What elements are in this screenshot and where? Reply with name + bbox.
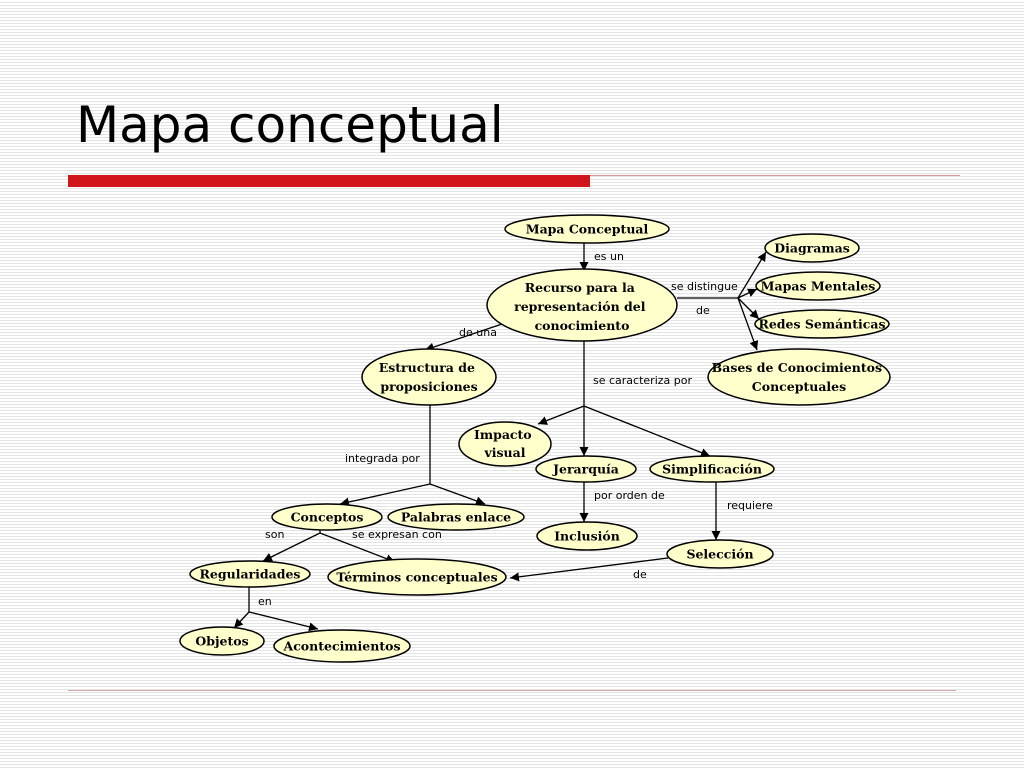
node-line: Estructura de <box>379 360 475 375</box>
node-line: Objetos <box>195 634 248 649</box>
node-impacto-visual: Impacto visual <box>458 421 552 467</box>
node-recurso: Recurso para la representación del conoc… <box>486 268 678 342</box>
svg-text:Acontecimientos: Acontecimientos <box>283 639 401 654</box>
node-line: Redes Semánticas <box>758 317 885 332</box>
link-label-se-caracteriza-por: se caracteriza por <box>593 374 692 387</box>
connectors <box>233 242 767 632</box>
footer-divider-line <box>68 690 956 691</box>
node-seleccion: Selección <box>666 539 774 569</box>
link-to-terminos <box>319 532 396 563</box>
link-hub-mapas-mentales <box>737 288 758 299</box>
svg-text:Estructura de proposicio: Estructura de proposiciones <box>379 360 480 394</box>
node-estructura: Estructura de proposiciones <box>361 348 497 406</box>
node-mapa-conceptual: Mapa Conceptual <box>504 214 670 244</box>
node-line: Impacto <box>474 427 532 442</box>
node-line: representación del <box>514 299 646 314</box>
svg-text:Inclusión: Inclusión <box>554 529 620 544</box>
link-label-de-distingue: de <box>696 304 710 317</box>
node-redes-semanticas: Redes Semánticas <box>754 309 890 339</box>
svg-text:Selección: Selección <box>686 547 753 562</box>
node-line: Inclusión <box>554 529 620 544</box>
node-regularidades: Regularidades <box>189 560 311 588</box>
node-line: Regularidades <box>200 567 301 582</box>
node-line: Acontecimientos <box>283 639 401 654</box>
node-palabras-enlace: Palabras enlace <box>387 503 525 531</box>
svg-text:Bases de Conocimientos C: Bases de Conocimientos Conceptuales <box>712 360 887 394</box>
svg-text:Términos conceptuales: Términos conceptuales <box>336 570 497 585</box>
svg-text:Regularidades: Regularidades <box>200 567 301 582</box>
node-line: proposiciones <box>380 379 477 394</box>
svg-text:Recurso para la represen: Recurso para la representación del conoc… <box>514 280 650 333</box>
svg-text:Impacto visual: Impacto visual <box>474 427 536 460</box>
node-line: Simplificación <box>662 462 762 477</box>
node-line: Conceptos <box>291 510 364 525</box>
node-line: Diagramas <box>774 241 849 256</box>
link-label-requiere: requiere <box>727 499 773 512</box>
slide-title: Mapa conceptual <box>76 96 504 154</box>
node-bases-conocimientos: Bases de Conocimientos Conceptuales <box>707 348 891 406</box>
link-label-por-orden-de: por orden de <box>594 489 665 502</box>
svg-text:Diagramas: Diagramas <box>774 241 849 256</box>
node-conceptos: Conceptos <box>271 503 383 531</box>
title-divider-line <box>590 175 960 176</box>
link-to-simplificacion <box>583 405 711 457</box>
link-to-conceptos <box>339 483 431 507</box>
link-label-de-seleccion: de <box>633 568 647 581</box>
svg-text:Conceptos: Conceptos <box>291 510 364 525</box>
link-to-impacto <box>537 405 585 425</box>
svg-text:Palabras enlace: Palabras enlace <box>401 510 511 525</box>
link-label-integrada-por: integrada por <box>345 452 420 465</box>
svg-text:Simplificación: Simplificación <box>662 462 762 477</box>
node-line: Selección <box>686 547 753 562</box>
link-label-son: son <box>265 528 284 541</box>
node-mapas-mentales: Mapas Mentales <box>755 271 881 301</box>
svg-text:Redes Semánticas: Redes Semánticas <box>758 317 885 332</box>
link-label-de-una: de una <box>459 326 497 339</box>
node-line: Recurso para la <box>525 280 635 295</box>
link-hub-redes <box>737 297 760 320</box>
node-line: Bases de Conocimientos <box>712 360 882 375</box>
node-line: Jerarquía <box>552 462 619 477</box>
link-label-en: en <box>258 595 272 608</box>
node-line: visual <box>484 445 526 460</box>
svg-text:Objetos: Objetos <box>195 634 248 649</box>
node-line: conocimiento <box>535 318 630 333</box>
link-hub-bases <box>737 297 759 351</box>
link-labels: es un se distingue de de una se caracter… <box>258 250 773 608</box>
node-terminos-conceptuales: Términos conceptuales <box>327 558 507 596</box>
title-underline-bar <box>68 175 590 187</box>
link-label-se-expresan-con: se expresan con <box>352 528 442 541</box>
node-line: Mapas Mentales <box>761 279 876 294</box>
link-recurso-estructura <box>424 322 506 352</box>
node-line: Mapa Conceptual <box>526 222 649 237</box>
node-inclusion: Inclusión <box>536 521 638 551</box>
link-label-se-distingue: se distingue <box>671 280 738 293</box>
svg-text:Jerarquía: Jerarquía <box>552 462 619 477</box>
link-hub-diagramas <box>737 251 767 299</box>
node-line: Conceptuales <box>752 379 846 394</box>
node-line: Palabras enlace <box>401 510 511 525</box>
node-simplificacion: Simplificación <box>649 455 775 483</box>
link-label-es-un: es un <box>594 250 624 263</box>
node-line: Términos conceptuales <box>336 570 497 585</box>
node-objetos: Objetos <box>179 626 265 656</box>
node-diagramas: Diagramas <box>764 233 860 263</box>
svg-text:Mapas Mentales: Mapas Mentales <box>761 279 876 294</box>
node-acontecimientos: Acontecimientos <box>273 629 411 663</box>
link-seleccion-terminos <box>509 557 669 582</box>
node-jerarquia: Jerarquía <box>535 455 637 483</box>
link-to-acontecimientos <box>248 611 319 632</box>
svg-text:Mapa Conceptual: Mapa Conceptual <box>526 222 649 237</box>
link-to-regularidades <box>262 532 321 562</box>
link-to-objetos <box>233 611 250 629</box>
link-to-palabras <box>429 483 486 506</box>
